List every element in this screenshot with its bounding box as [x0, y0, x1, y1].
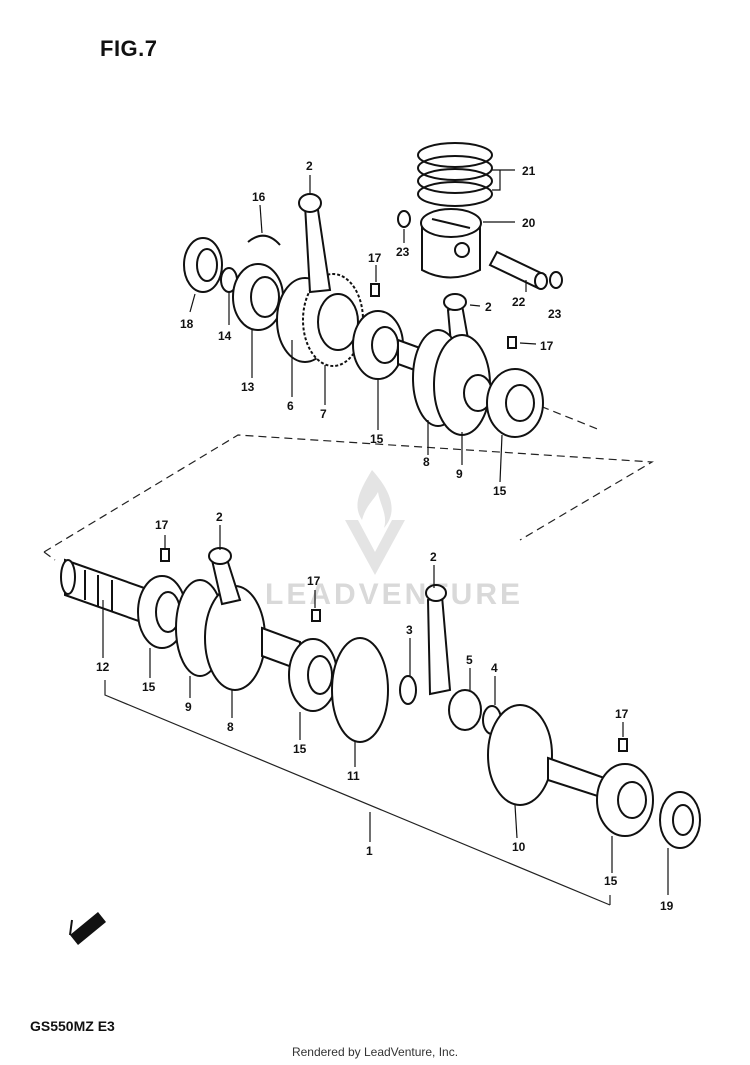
callout-17: 17: [307, 574, 321, 588]
callout-15: 15: [370, 432, 384, 446]
callout-9: 9: [456, 467, 463, 481]
callout-17: 17: [155, 518, 169, 532]
callout-23: 23: [396, 245, 410, 259]
piston-pin-clips: [397, 210, 563, 289]
piston-pin: [488, 250, 548, 290]
group-outline-upper: [43, 391, 654, 561]
footer-credit: Rendered by LeadVenture, Inc.: [291, 1045, 459, 1059]
callout-2: 2: [430, 550, 437, 564]
callout-12: 12: [96, 660, 110, 674]
callout-8: 8: [423, 455, 430, 469]
lower-crank-assembly: [60, 547, 701, 849]
callout-18: 18: [180, 317, 194, 331]
callout-16: 16: [252, 190, 266, 204]
callout-17: 17: [615, 707, 629, 721]
callout-15: 15: [493, 484, 507, 498]
callout-13: 13: [241, 380, 255, 394]
callout-4: 4: [491, 661, 498, 675]
callout-10: 10: [512, 840, 526, 854]
callout-21: 21: [522, 164, 536, 178]
upper-crank-section: [183, 193, 544, 438]
callout-8: 8: [227, 720, 234, 734]
callout-23: 23: [548, 307, 562, 321]
callout-17: 17: [368, 251, 382, 265]
piston-rings: [417, 142, 493, 207]
callout-6: 6: [287, 399, 294, 413]
callout-1: 1: [366, 844, 373, 858]
callout-15: 15: [293, 742, 307, 756]
callout-2: 2: [306, 159, 313, 173]
watermark-logo: [345, 470, 405, 575]
figure-title: FIG.7: [100, 36, 158, 61]
callout-17: 17: [540, 339, 554, 353]
callout-11: 11: [347, 769, 360, 783]
callout-19: 19: [660, 899, 674, 913]
callout-2: 2: [216, 510, 223, 524]
model-code: GS550MZ E3: [30, 1018, 115, 1034]
callout-2: 2: [485, 300, 492, 314]
callout-15: 15: [142, 680, 156, 694]
callout-9: 9: [185, 700, 192, 714]
callout-3: 3: [406, 623, 413, 637]
callout-14: 14: [218, 329, 232, 343]
callout-labels: 21 20 2 16 23 17 22 23 18 14 2 17 13 6 7…: [96, 159, 674, 913]
assembly-bracket: [104, 680, 611, 906]
arrow-front-icon: [69, 912, 106, 945]
callout-15: 15: [604, 874, 618, 888]
leader-lines: [102, 169, 669, 895]
watermark: LEADVENTURE: [265, 578, 524, 611]
callout-7: 7: [320, 407, 327, 421]
piston: [420, 208, 482, 279]
callout-20: 20: [522, 216, 536, 230]
callout-22: 22: [512, 295, 526, 309]
callout-5: 5: [466, 653, 473, 667]
